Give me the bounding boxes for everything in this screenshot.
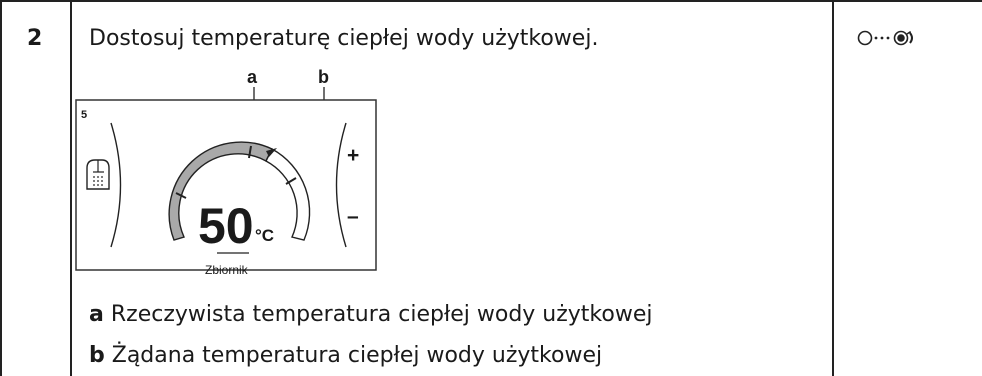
minus-button[interactable]: –	[347, 205, 359, 228]
right-bracket	[335, 122, 347, 248]
legend-key-a: a	[89, 302, 104, 327]
table-border-col1	[70, 0, 72, 376]
display-screen	[75, 99, 377, 271]
legend-text-b: Żądana temperatura ciepłej wody użytkowe…	[111, 343, 603, 368]
step-number: 2	[27, 26, 43, 51]
remaining-temperature-arc	[265, 148, 311, 241]
rotary-knob-turn-icon	[857, 30, 913, 46]
temperature-unit: °C	[255, 226, 274, 245]
location-label: Zbiornik	[205, 263, 249, 277]
legend-item-b: b Żądana temperatura ciepłej wody użytko…	[89, 343, 602, 368]
temperature-value: 50	[198, 198, 254, 254]
legend-text-a: Rzeczywista temperatura ciepłej wody uży…	[110, 302, 653, 327]
screen-number: 5	[81, 109, 87, 121]
table-border-col2	[832, 0, 834, 376]
step-instruction: Dostosuj temperaturę ciepłej wody użytko…	[89, 26, 599, 51]
legend-key-b: b	[89, 343, 105, 368]
temperature-gauge	[168, 141, 311, 241]
water-tank-icon	[86, 159, 110, 190]
callout-a-label: a	[247, 67, 258, 87]
table-border-left	[0, 0, 2, 376]
table-border-top	[0, 0, 982, 2]
plus-button[interactable]: +	[347, 144, 359, 167]
legend-item-a: a Rzeczywista temperatura ciepłej wody u…	[89, 302, 653, 327]
desired-temperature-marker	[266, 148, 277, 157]
thermostat-figure: a b 5 50 °C Zbiornik + –	[75, 67, 377, 277]
callout-b-label: b	[318, 67, 329, 87]
left-bracket	[110, 122, 122, 248]
